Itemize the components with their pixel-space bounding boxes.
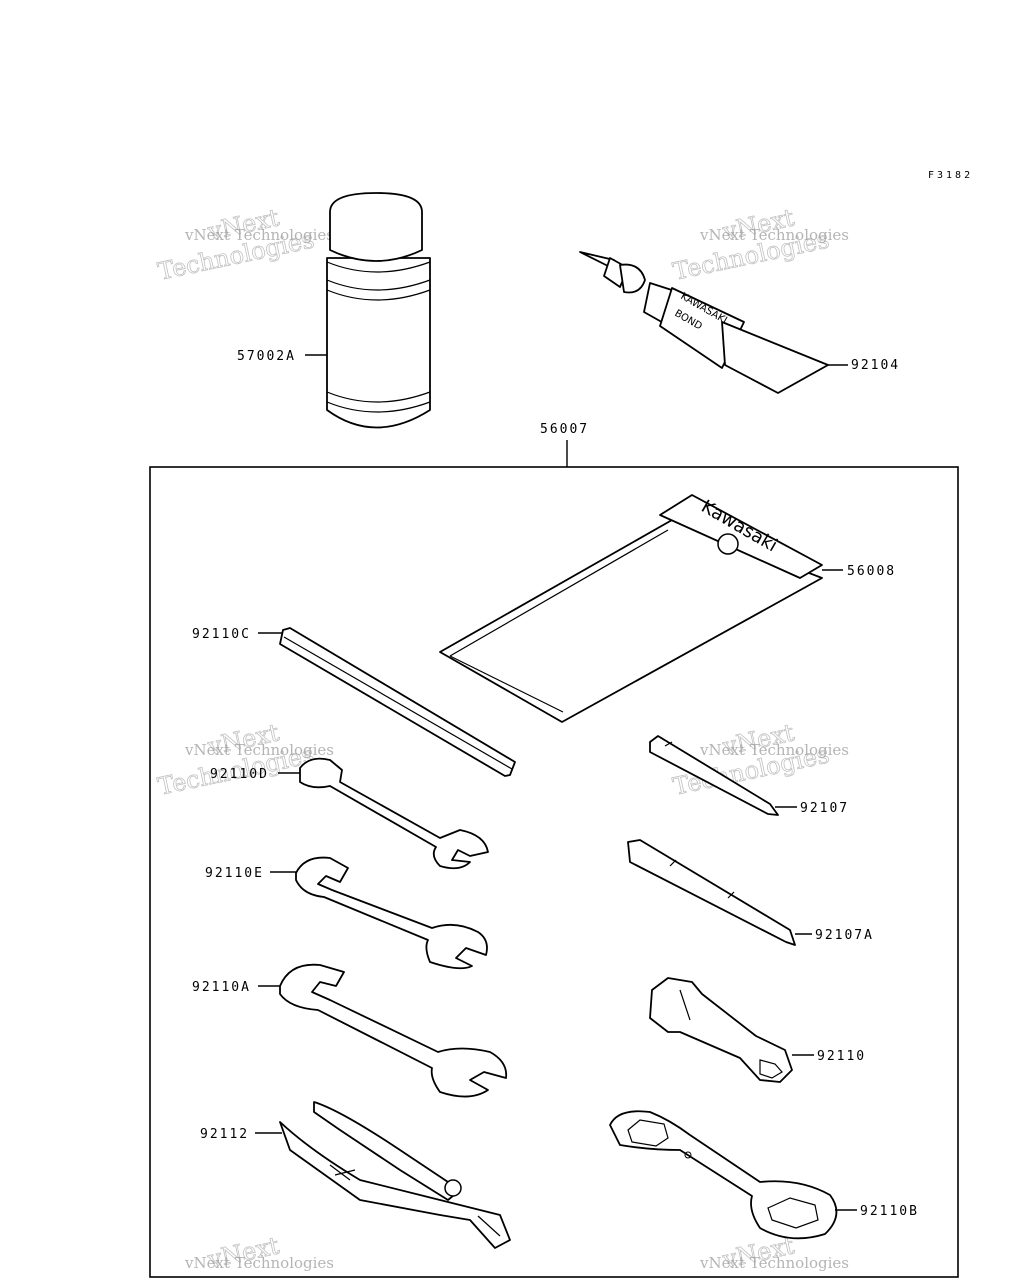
- socket-driver[interactable]: [649, 977, 793, 1083]
- wrench-small[interactable]: [299, 757, 489, 870]
- part-number: 92110B: [860, 1204, 919, 1219]
- label-92110A: 92110A: [192, 980, 280, 995]
- label-92110B: 92110B: [835, 1204, 919, 1219]
- spray-can[interactable]: [326, 192, 431, 429]
- wrench-large[interactable]: [279, 963, 508, 1098]
- hex-bar[interactable]: [279, 627, 516, 777]
- pliers[interactable]: [279, 1101, 511, 1249]
- label-92107: 92107: [775, 801, 849, 816]
- label-92104: 92104: [828, 358, 900, 373]
- figure-code: F3182: [928, 170, 973, 181]
- wrench-medium[interactable]: [295, 856, 488, 970]
- watermark-text: vNext Technologies: [699, 1254, 849, 1272]
- part-number: 92110: [817, 1049, 866, 1064]
- label-92110C: 92110C: [192, 627, 283, 642]
- bond-tube[interactable]: KAWASAKI BOND: [579, 251, 829, 394]
- part-number: 92110A: [192, 980, 251, 995]
- label-92110D: 92110D: [210, 767, 300, 782]
- watermark-text: vNext Technologies: [699, 226, 849, 244]
- label-92112: 92112: [200, 1127, 282, 1142]
- screwdriver-handle[interactable]: [627, 839, 796, 946]
- label-92110: 92110: [792, 1049, 866, 1064]
- ring-wrench[interactable]: [609, 1110, 838, 1240]
- part-number: 92104: [851, 358, 900, 373]
- screwdriver-bit[interactable]: [649, 735, 779, 816]
- part-number: 56008: [847, 564, 896, 579]
- tool-kit-box: [149, 466, 959, 1278]
- part-number: 92107: [800, 801, 849, 816]
- label-92110E: 92110E: [205, 866, 296, 881]
- part-number: 92107A: [815, 928, 874, 943]
- part-number: 56007: [540, 422, 589, 437]
- part-number: 92112: [200, 1127, 249, 1142]
- watermark-text: vNext Technologies: [184, 226, 334, 244]
- part-number: 92110C: [192, 627, 251, 642]
- label-56008: 56008: [822, 564, 896, 579]
- label-92107A: 92107A: [795, 928, 874, 943]
- part-number: 57002A: [237, 349, 296, 364]
- watermark-text: vNext Technologies: [184, 1254, 334, 1272]
- watermark-text: vNext Technologies: [699, 741, 849, 759]
- watermark-text: vNext Technologies: [184, 741, 334, 759]
- part-number: 92110E: [205, 866, 264, 881]
- tool-pouch[interactable]: Kawasaki: [439, 494, 823, 723]
- label-57002A: 57002A: [237, 349, 327, 364]
- label-56007: 56007: [540, 422, 589, 437]
- part-number: 92110D: [210, 767, 269, 782]
